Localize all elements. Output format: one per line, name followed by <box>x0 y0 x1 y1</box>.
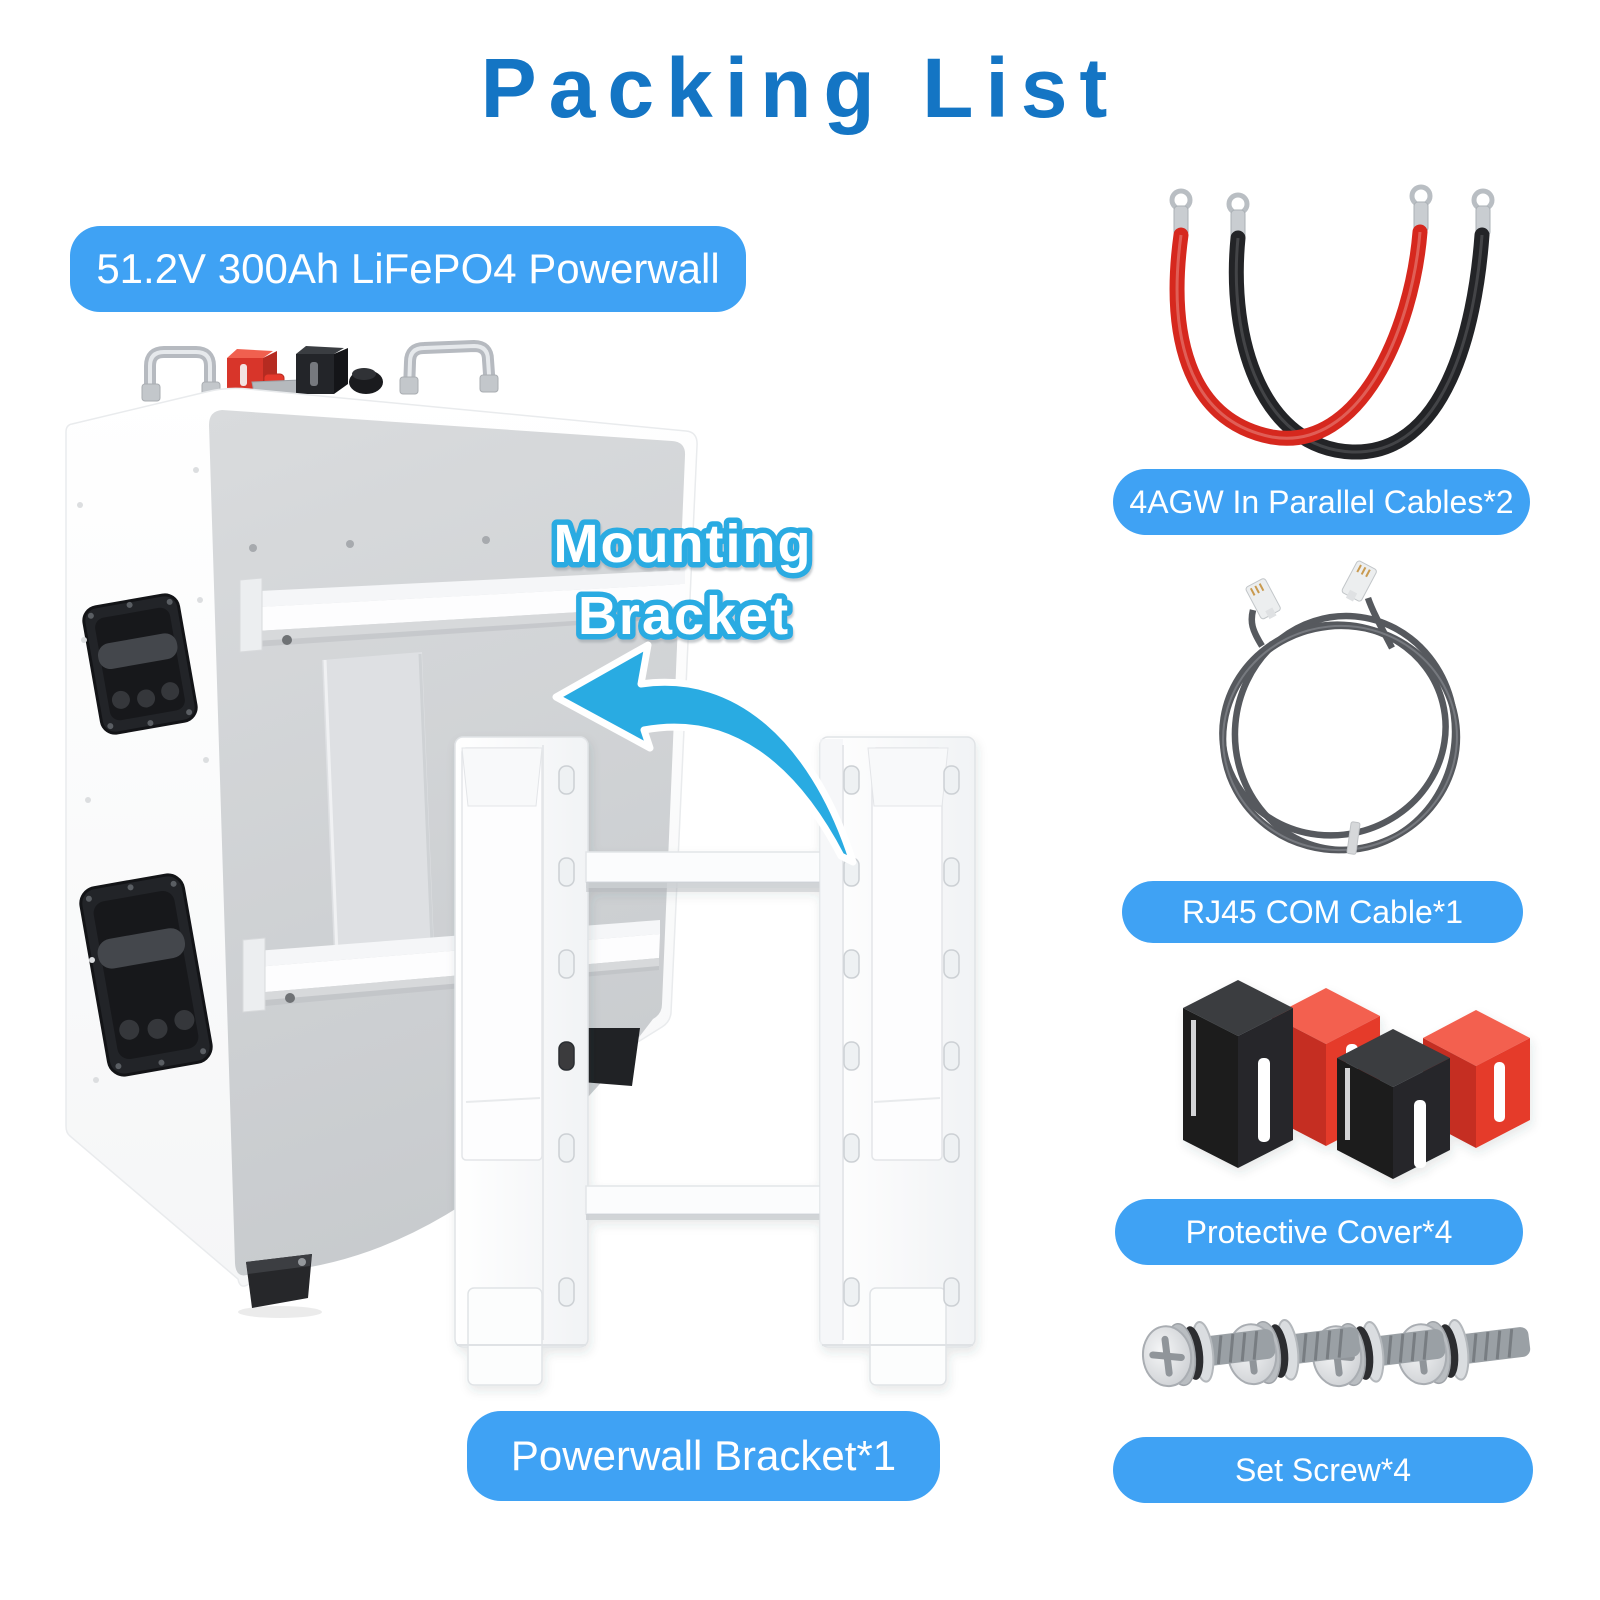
parallel-cables-label-badge: 4AGW In Parallel Cables*2 <box>1113 469 1530 535</box>
battery-label-badge: 51.2V 300Ah LiFePO4 Powerwall <box>70 226 746 312</box>
black-connector-icon <box>296 346 348 394</box>
back-face-screws <box>249 531 621 552</box>
rj45-plug-icon <box>1341 560 1377 602</box>
protective-covers-image <box>1183 980 1530 1179</box>
battery-foot-icon <box>238 1254 322 1318</box>
powerwall-bracket-image <box>454 736 976 1386</box>
bracket-label-badge: Powerwall Bracket*1 <box>467 1411 940 1501</box>
bracket-holes <box>843 765 960 1307</box>
side-handle-lower-icon <box>79 873 213 1077</box>
bracket-left-rail <box>454 736 589 1386</box>
rj45-plug-icon <box>1245 578 1281 620</box>
protective-cover-label-badge: Protective Cover*4 <box>1115 1199 1523 1265</box>
rj45-cable-label-badge: RJ45 COM Cable*1 <box>1122 881 1523 943</box>
screw-icon <box>1141 1321 1276 1388</box>
side-face-rivets <box>77 467 209 1083</box>
rj45-cable-image <box>1219 560 1461 855</box>
curved-arrow-icon <box>552 641 857 866</box>
bracket-crossbars <box>585 851 823 1220</box>
parallel-cables-image <box>1169 184 1495 460</box>
cover-black-icon <box>1337 1029 1450 1179</box>
set-screw-label-badge: Set Screw*4 <box>1113 1437 1533 1503</box>
set-screws-image <box>1141 1319 1531 1388</box>
battery-rail-channel <box>322 652 434 956</box>
terminal-knob-icon <box>349 368 383 394</box>
ring-terminal-icon <box>1169 184 1495 241</box>
side-handle-upper-icon <box>82 593 198 735</box>
carry-handle-right-icon <box>399 339 499 395</box>
bracket-right-rail <box>819 736 976 1386</box>
bracket-holes <box>558 765 575 1307</box>
powerwall-battery-image <box>65 339 698 1318</box>
cable-clip-icon <box>1346 821 1361 855</box>
page-title: Packing List <box>480 41 1120 135</box>
mounting-bracket-annotation-line2: Bracket <box>578 586 790 646</box>
mounting-bracket-annotation-line1: Mounting <box>554 514 813 574</box>
battery-rail-upper <box>239 570 685 653</box>
cover-black-icon <box>1183 980 1293 1168</box>
